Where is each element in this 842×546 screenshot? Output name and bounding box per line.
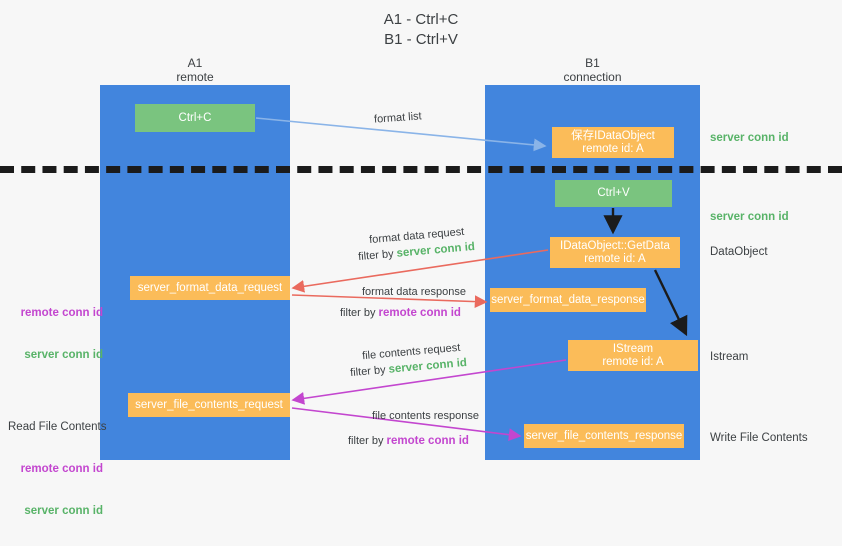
box-server-file-contents-request[interactable]: server_file_contents_request [128, 393, 290, 417]
edge-label-format-data-response: format data response [362, 286, 466, 298]
box-istream[interactable]: IStream remote id: A [568, 340, 698, 371]
box-idataobject[interactable]: 保存IDataObject remote id: A [552, 127, 674, 158]
edge-label-file-contents-response: file contents response [372, 410, 480, 422]
box-server-format-data-response[interactable]: server_format_data_response [490, 288, 646, 312]
filter-prefix: filter by [348, 435, 387, 447]
annotation-istream: Istream [710, 351, 749, 363]
filter-value-remote-conn-id: remote conn id [386, 435, 469, 447]
annotation-remote-conn-id-lower: remote conn id [20, 463, 103, 475]
annotation-server-conn-id-lower: server conn id [24, 505, 103, 517]
lane-header-a1: A1 remote [176, 56, 214, 84]
edge-label-format-list: format list [373, 110, 423, 126]
page-title: A1 - Ctrl+C B1 - Ctrl+V [383, 11, 459, 48]
lane-header-b1: B1 connection [563, 56, 622, 84]
annotation-read-file-contents: Read File Contents [8, 421, 107, 433]
annotation-server-conn-id-upper: server conn id [24, 349, 103, 361]
annotation-remote-conn-id-upper: remote conn id [20, 307, 103, 319]
box-server-file-contents-response[interactable]: server_file_contents_response [524, 424, 684, 448]
box-server-format-data-request[interactable]: server_format_data_request [130, 276, 290, 300]
annotation-write-file-contents: Write File Contents [710, 432, 808, 444]
box-ctrl-c[interactable]: Ctrl+C [135, 104, 255, 132]
box-ctrl-v[interactable]: Ctrl+V [555, 180, 672, 207]
filter-value-remote-conn-id: remote conn id [378, 307, 461, 319]
diagram-canvas: A1 - Ctrl+C B1 - Ctrl+V A1 remote B1 con… [0, 11, 842, 517]
annotation-server-conn-id-top: server conn id [710, 132, 789, 144]
box-idataobject-getdata[interactable]: IDataObject::GetData remote id: A [550, 237, 680, 268]
filter-prefix: filter by [340, 307, 379, 319]
annotation-server-conn-id-mid: server conn id [710, 211, 789, 223]
phase-divider [0, 166, 842, 173]
filter-prefix: filter by [349, 363, 390, 380]
filter-prefix: filter by [357, 247, 398, 264]
edge-label-file-contents-response-filter: filter by remote conn id [348, 434, 469, 448]
annotation-conn-ids-upper: remote conn id server conn id [8, 278, 103, 390]
annotation-conn-ids-lower: Read File Contents remote conn id server… [8, 392, 107, 546]
edge-label-format-data-response-filter: filter by remote conn id [340, 306, 461, 320]
annotation-dataobject: DataObject [710, 246, 768, 258]
